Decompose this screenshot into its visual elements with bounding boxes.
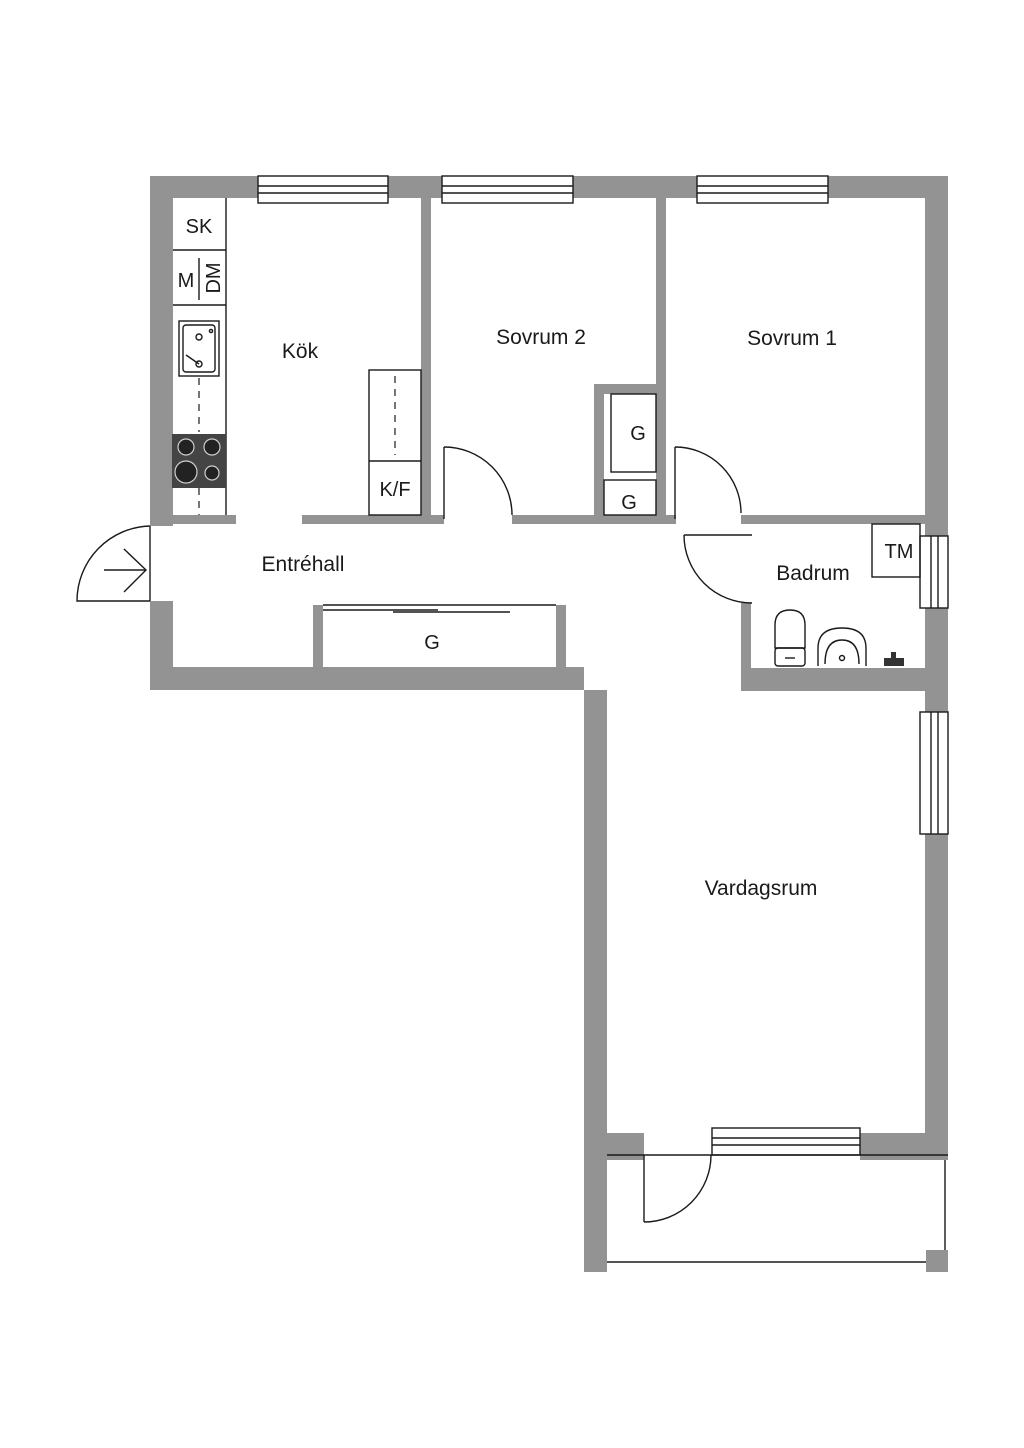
washbasin-icon: [817, 627, 867, 666]
bath-wall-bottom: [741, 668, 948, 691]
room-label-kok: Kök: [282, 340, 319, 363]
closet-wall-left: [594, 384, 604, 524]
closet-label-g-lower: G: [621, 492, 637, 514]
living-bottom-wall-right: [860, 1133, 925, 1160]
closet-wall-top: [594, 384, 666, 394]
balcony: [607, 1154, 948, 1263]
stove-icon: [172, 434, 226, 488]
walls: [150, 176, 948, 1272]
closet-label-g-hall: G: [424, 632, 440, 654]
window-bathroom: [919, 535, 949, 609]
room-label-sovrum1: Sovrum 1: [747, 327, 837, 350]
wall-kitchen-bedroom2: [421, 198, 431, 524]
wall-kitchen-hall-right: [302, 515, 444, 524]
room-label-entrehall: Entréhall: [262, 553, 345, 576]
wall-bedroom1-bath: [741, 515, 925, 524]
hall-closet-wall-left: [313, 605, 323, 668]
hall-closet-wall-right: [556, 605, 566, 668]
window-living-bottom: [711, 1127, 861, 1156]
entrance-opening: [150, 526, 173, 601]
door-bathroom[interactable]: [683, 534, 753, 604]
closet-bedroom2-upper: [610, 393, 657, 473]
wall-kitchen-hall-left: [173, 515, 236, 524]
closet-label-g-upper: G: [630, 423, 646, 445]
room-label-badrum: Badrum: [776, 562, 850, 585]
balcony-left-wall: [584, 1133, 607, 1272]
room-label-sovrum2: Sovrum 2: [496, 326, 586, 349]
balcony-corner-post: [926, 1250, 948, 1272]
door-balcony[interactable]: [643, 1154, 712, 1223]
tap-icon: [884, 652, 904, 666]
door-bedroom2[interactable]: [443, 446, 513, 519]
entrance-door[interactable]: [76, 525, 151, 602]
washing-machine-tm: [871, 523, 921, 578]
door-bedroom1[interactable]: [674, 446, 742, 519]
entrance-arrow-icon: [104, 548, 148, 593]
window-bedroom1: [696, 175, 829, 204]
fixture-label-m: M: [178, 270, 195, 292]
window-bedroom2: [441, 175, 574, 204]
wall-bedroom2-hall: [512, 515, 676, 524]
window-kitchen: [257, 175, 389, 204]
closet-hall: [323, 604, 556, 613]
windows: [257, 175, 949, 1156]
fixture-label-kf: K/F: [379, 479, 410, 501]
fridge-freezer-unit: [368, 369, 422, 516]
closet-bedroom2-lower: [603, 479, 657, 516]
fixture-label-sk: SK: [186, 216, 213, 238]
labels: Kök Sovrum 2 Sovrum 1 Entréhall Badrum V…: [178, 216, 914, 900]
bath-wall-left: [741, 603, 751, 691]
room-label-vardagsrum: Vardagsrum: [705, 877, 818, 900]
sink-icon: [178, 320, 220, 377]
toilet-icon: [774, 609, 806, 667]
window-living-side: [919, 711, 949, 835]
wall-bedroom2-bedroom1: [656, 198, 666, 524]
fixture-label-dm: DM: [203, 262, 225, 293]
fixture-label-tm: TM: [885, 541, 914, 563]
